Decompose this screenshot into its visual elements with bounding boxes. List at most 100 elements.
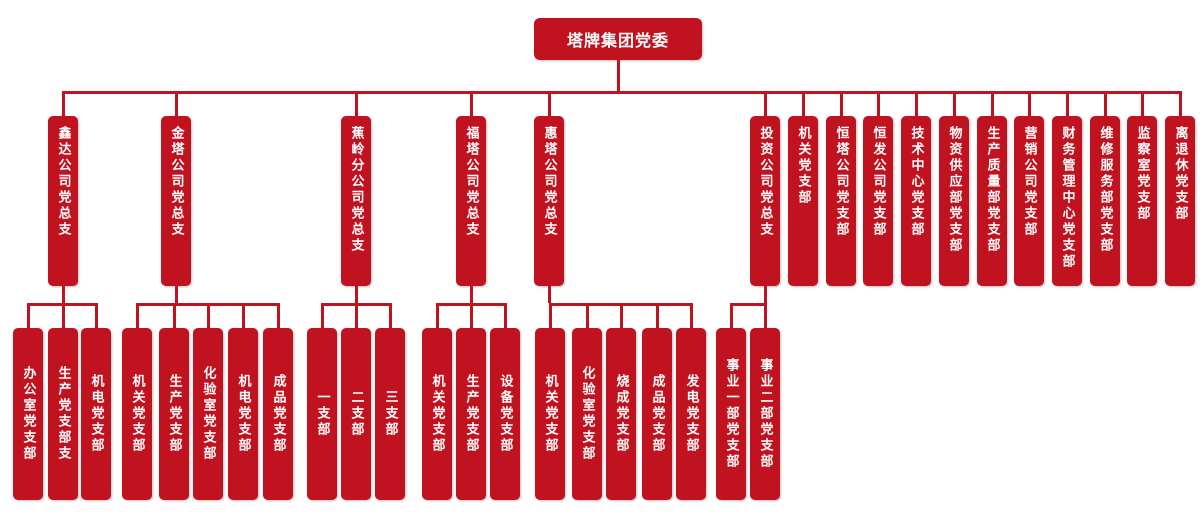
branch-node-label: 营销公司党支部 [1021, 126, 1037, 238]
child-node: 机电党支部 [228, 328, 258, 500]
group-down-connector [470, 286, 473, 303]
child-node-label: 化验室党支部 [200, 366, 216, 462]
group-down-connector [548, 286, 551, 303]
child-node: 烧成党支部 [606, 328, 636, 500]
child-node-label: 事业一部党支部 [723, 358, 739, 470]
root-node: 塔牌集团党委 [534, 18, 702, 60]
child-connector [277, 303, 280, 328]
child-connector [62, 303, 65, 328]
child-node-label: 设备党支部 [497, 374, 513, 454]
branch-node: 营销公司党支部 [1014, 116, 1044, 286]
group-down-connector [764, 286, 767, 303]
branch-connector [915, 91, 918, 116]
branch-node: 机关党支部 [788, 116, 818, 286]
child-connector [321, 303, 324, 328]
group-node: 福塔公司党总支 [456, 116, 486, 286]
child-node-label: 生产党支部 [166, 374, 182, 454]
group-down-connector [355, 286, 358, 303]
child-connector [389, 303, 392, 328]
child-connector [436, 303, 439, 328]
child-connector [27, 303, 30, 328]
child-node-label: 机关党支部 [542, 374, 558, 454]
child-node: 设备党支部 [490, 328, 520, 500]
child-node-label: 办公室党支部 [20, 366, 36, 462]
child-node: 机关党支部 [122, 328, 152, 500]
branch-node-label: 恒发公司党支部 [870, 126, 886, 238]
child-node-label: 二支部 [348, 390, 364, 438]
branch-node: 恒发公司党支部 [863, 116, 893, 286]
branch-node-label: 财务管理中心党支部 [1059, 126, 1075, 270]
branch-node-label: 物资供应部党支部 [946, 126, 962, 254]
group-node-label: 蕉岭分公司党总支 [348, 126, 364, 254]
branch-connector [802, 91, 805, 116]
child-node-label: 化验室党支部 [579, 366, 595, 462]
main-bus [62, 91, 1182, 94]
child-node-label: 烧成党支部 [613, 374, 629, 454]
child-connector [173, 303, 176, 328]
branch-node-label: 恒塔公司党支部 [833, 126, 849, 238]
child-node-label: 发电党支部 [683, 374, 699, 454]
root-connector [617, 60, 620, 92]
branch-connector [1066, 91, 1069, 116]
group-down-connector [175, 286, 178, 303]
branch-node: 监察室党支部 [1127, 116, 1157, 286]
group-node: 蕉岭分公司党总支 [341, 116, 371, 286]
branch-node-label: 机关党支部 [795, 126, 811, 206]
child-connector [470, 303, 473, 328]
branch-node: 技术中心党支部 [901, 116, 931, 286]
child-connector [764, 303, 767, 328]
child-connector [207, 303, 210, 328]
child-connector [690, 303, 693, 328]
child-node: 二支部 [341, 328, 371, 500]
child-node-label: 生产党支部 [463, 374, 479, 454]
child-connector [95, 303, 98, 328]
branch-connector [953, 91, 956, 116]
branch-node: 恒塔公司党支部 [826, 116, 856, 286]
group-node-label: 金塔公司党总支 [168, 126, 184, 238]
branch-node: 生产质量部党支部 [977, 116, 1007, 286]
child-node: 生产党支部 [456, 328, 486, 500]
branch-connector [1179, 91, 1182, 116]
child-node: 一支部 [307, 328, 337, 500]
group-node-label: 投资公司党总支 [757, 126, 773, 238]
child-node: 事业二部党支部 [750, 328, 780, 500]
child-node: 化验室党支部 [572, 328, 602, 500]
child-node-label: 机电党支部 [235, 374, 251, 454]
branch-connector [1141, 91, 1144, 116]
child-connector [242, 303, 245, 328]
sub-bus [730, 303, 767, 306]
child-node: 办公室党支部 [13, 328, 43, 500]
branch-connector [840, 91, 843, 116]
child-node: 生产党支部 [159, 328, 189, 500]
branch-node-label: 离退休党支部 [1172, 126, 1188, 222]
group-node-label: 福塔公司党总支 [463, 126, 479, 238]
child-connector [549, 303, 552, 328]
child-node: 化验室党支部 [193, 328, 223, 500]
group-down-connector [62, 286, 65, 303]
root-label: 塔牌集团党委 [566, 31, 669, 50]
group-node: 投资公司党总支 [750, 116, 780, 286]
child-node: 成品党支部 [263, 328, 293, 500]
branch-node-label: 维修服务部党支部 [1097, 126, 1113, 254]
branch-node: 财务管理中心党支部 [1052, 116, 1082, 286]
child-node-label: 三支部 [382, 390, 398, 438]
child-connector [730, 303, 733, 328]
child-node-label: 成品党支部 [649, 374, 665, 454]
child-connector [586, 303, 589, 328]
child-node-label: 一支部 [314, 390, 330, 438]
group-connector [548, 91, 551, 116]
child-node-label: 机关党支部 [129, 374, 145, 454]
branch-connector [877, 91, 880, 116]
child-node-label: 事业二部党支部 [757, 358, 773, 470]
group-node-label: 惠塔公司党总支 [541, 126, 557, 238]
child-node-label: 机电党支部 [88, 374, 104, 454]
child-connector [136, 303, 139, 328]
branch-connector [991, 91, 994, 116]
child-node: 成品党支部 [642, 328, 672, 500]
group-node-label: 鑫达公司党总支 [55, 126, 71, 238]
group-node: 惠塔公司党总支 [534, 116, 564, 286]
group-connector [355, 91, 358, 116]
branch-node-label: 监察室党支部 [1134, 126, 1150, 222]
child-connector [620, 303, 623, 328]
